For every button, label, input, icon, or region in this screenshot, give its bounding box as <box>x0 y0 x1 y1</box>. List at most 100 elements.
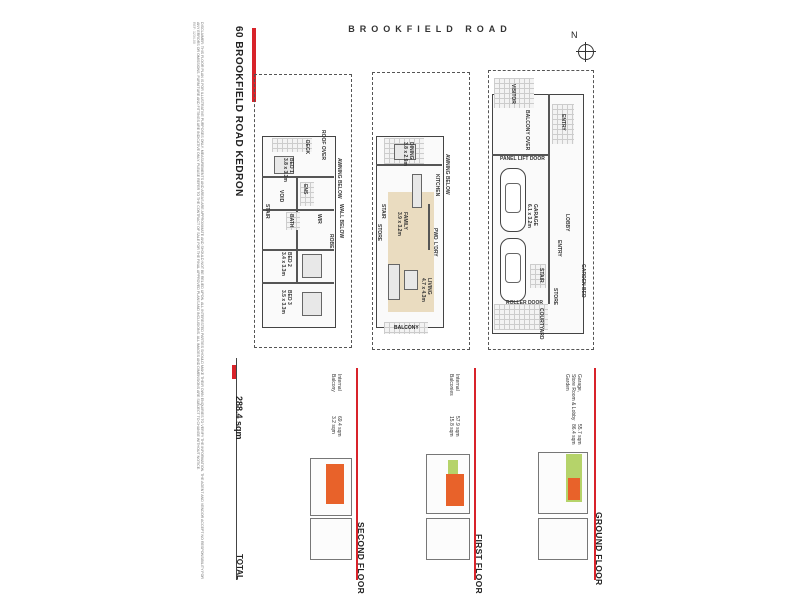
label-wir: WIR <box>316 214 322 224</box>
second-floor-title: SECOND FLOOR <box>356 522 366 595</box>
label-living: LIVING <box>426 278 432 295</box>
label-garden-bed: GARDEN BED <box>580 264 586 298</box>
label-bed-2: BED 2 <box>286 252 292 267</box>
compass-icon <box>576 42 596 62</box>
ground-floor-row-3-label: Garden <box>564 374 570 391</box>
entry-area <box>552 104 574 144</box>
label-stair: STAIR <box>538 268 544 283</box>
second-floor-key-plan-neighbour <box>310 518 352 560</box>
label-awning-below: AWNING BELOW <box>444 154 450 195</box>
ground-floor-plan: VISITOR BALCONY OVER ENTRY PANEL LIFT DO… <box>486 64 596 354</box>
balcony-area <box>384 322 428 334</box>
label-entry: ENTRY <box>560 114 566 131</box>
bed-1-furniture <box>274 156 294 174</box>
ground-floor-title: GROUND FLOOR <box>594 512 604 586</box>
accent-line <box>594 368 596 580</box>
first-floor-row-1-value: 57.9 sqm <box>454 416 460 437</box>
label-bed-2-dim: 3.4 x 3.3m <box>280 252 286 276</box>
ground-floor-row-1-value: 55.7 sqm <box>576 424 582 445</box>
ground-floor-highlight <box>568 478 580 500</box>
first-floor-row-1-label: Internal <box>454 374 460 391</box>
label-deck: DECK <box>304 140 310 155</box>
site-boundary <box>372 72 470 350</box>
total-area-value: 288.4 sqm <box>234 396 244 440</box>
label-bath: BATH <box>288 214 294 228</box>
label-laundry: L'DRY <box>432 242 438 257</box>
label-roof-over: ROOF OVER <box>320 130 326 161</box>
label-robe: ROBE <box>328 234 334 249</box>
ensuite-area <box>300 182 314 206</box>
ground-floor-row-2-label: Store Room & Lobby <box>570 374 576 421</box>
site-boundary <box>488 70 594 350</box>
label-stair: STAIR <box>264 204 270 219</box>
label-panel-lift-door: PANEL LIFT DOOR <box>500 156 545 162</box>
second-floor-row-1-value: 69.4 sqm <box>336 416 342 437</box>
label-kitchen: KITCHEN <box>434 174 440 197</box>
north-arrow: N <box>568 30 596 70</box>
label-bed-3: BED 3 <box>286 290 292 305</box>
site-boundary <box>254 74 352 348</box>
label-roller-door: ROLLER DOOR <box>506 300 543 306</box>
first-floor-row-2-value: 15.8 sqm <box>448 416 454 437</box>
first-floor-row-2-label: Balconies <box>448 374 454 396</box>
label-family-dim: 3.9 x 3.2m <box>396 212 402 236</box>
second-floor-row-1-label: Internal <box>336 374 342 391</box>
sofa <box>388 264 400 300</box>
label-ensuite: ENS <box>302 184 308 195</box>
label-bed-1-dim: 3.8 x 3.3m <box>282 158 288 182</box>
first-floor-key-plan-neighbour <box>426 518 470 560</box>
address-accent-bar <box>252 28 256 102</box>
label-pwd: PWD <box>432 228 438 240</box>
total-accent-bar <box>232 365 236 379</box>
first-floor-balcony-highlight <box>448 460 458 474</box>
second-floor-plan: DECK ROOF OVER BED 1 3.8 x 3.3m AWNING B… <box>250 64 355 354</box>
second-floor-row-2-value: 3.2 sqm <box>330 416 336 434</box>
second-floor-highlight <box>326 464 344 504</box>
label-visitor: VISITOR <box>510 84 516 104</box>
disclaimer-text: DISCLAIMER: THIS FLOOR PLAN IS FOR ILLUS… <box>195 22 204 580</box>
label-entry-2: ENTRY <box>556 240 562 257</box>
ground-floor-row-2-value: 86.4 sqm <box>570 424 576 445</box>
kitchen-island <box>412 174 422 208</box>
property-address: 60 BROOKFIELD ROAD KEDRON <box>233 26 244 197</box>
label-family: FAMILY <box>402 212 408 230</box>
label-balcony-over: BALCONY OVER <box>524 110 530 151</box>
second-floor-row-2-label: Balcony <box>330 374 336 392</box>
stair-area <box>530 264 546 288</box>
label-garage-dim: 6.1 x 3.2m <box>526 204 532 228</box>
bed-3-furniture <box>302 292 322 316</box>
first-floor-area-block: Internal 57.9 sqm Balconies 15.8 sqm FIR… <box>414 368 484 594</box>
ground-floor-key-plan-neighbour <box>538 518 588 560</box>
deck-area <box>272 138 312 152</box>
label-stair: STAIR <box>380 204 386 219</box>
accent-line <box>474 368 476 580</box>
second-floor-area-block: Internal 69.4 sqm Balcony 3.2 sqm SECOND… <box>296 368 366 594</box>
label-store: STORE <box>552 288 558 306</box>
ground-floor-area-block: Garage, 55.7 sqm Store Room & Lobby 86.4… <box>532 368 606 585</box>
label-bed-1: BED 1 <box>288 158 294 173</box>
label-void: VOID <box>278 190 284 203</box>
garage-car-1 <box>500 168 526 232</box>
total-label: TOTAL <box>235 554 244 580</box>
visitor-parking <box>494 78 534 108</box>
label-bed-3-dim: 3.5 x 3.3m <box>280 290 286 314</box>
dining-table <box>394 144 416 160</box>
label-balcony: BALCONY <box>394 325 419 331</box>
first-floor-plan: DINING 3.8 x 2.9m AWNING BELOW KITCHEN S… <box>368 64 473 354</box>
label-garage: GARAGE <box>532 204 538 226</box>
courtyard-area <box>494 304 548 330</box>
label-dining: DINING <box>408 142 414 160</box>
label-wall-below: WALL BELOW <box>338 204 344 239</box>
garage-car-2 <box>500 238 526 302</box>
label-living-dim: 4.7 x 4.3m <box>420 278 426 302</box>
ground-floor-row-1-label: Garage, <box>576 374 582 393</box>
label-dining-dim: 3.8 x 2.9m <box>402 142 408 166</box>
first-floor-title: FIRST FLOOR <box>474 534 484 594</box>
road-name: BROOKFIELD ROAD <box>348 24 512 34</box>
coffee-table <box>404 270 418 290</box>
label-courtyard: COURTYARD <box>538 308 544 340</box>
total-divider <box>236 358 237 580</box>
label-lobby: LOBBY <box>564 214 570 232</box>
first-floor-highlight <box>446 474 464 506</box>
bathroom-area <box>286 212 300 230</box>
